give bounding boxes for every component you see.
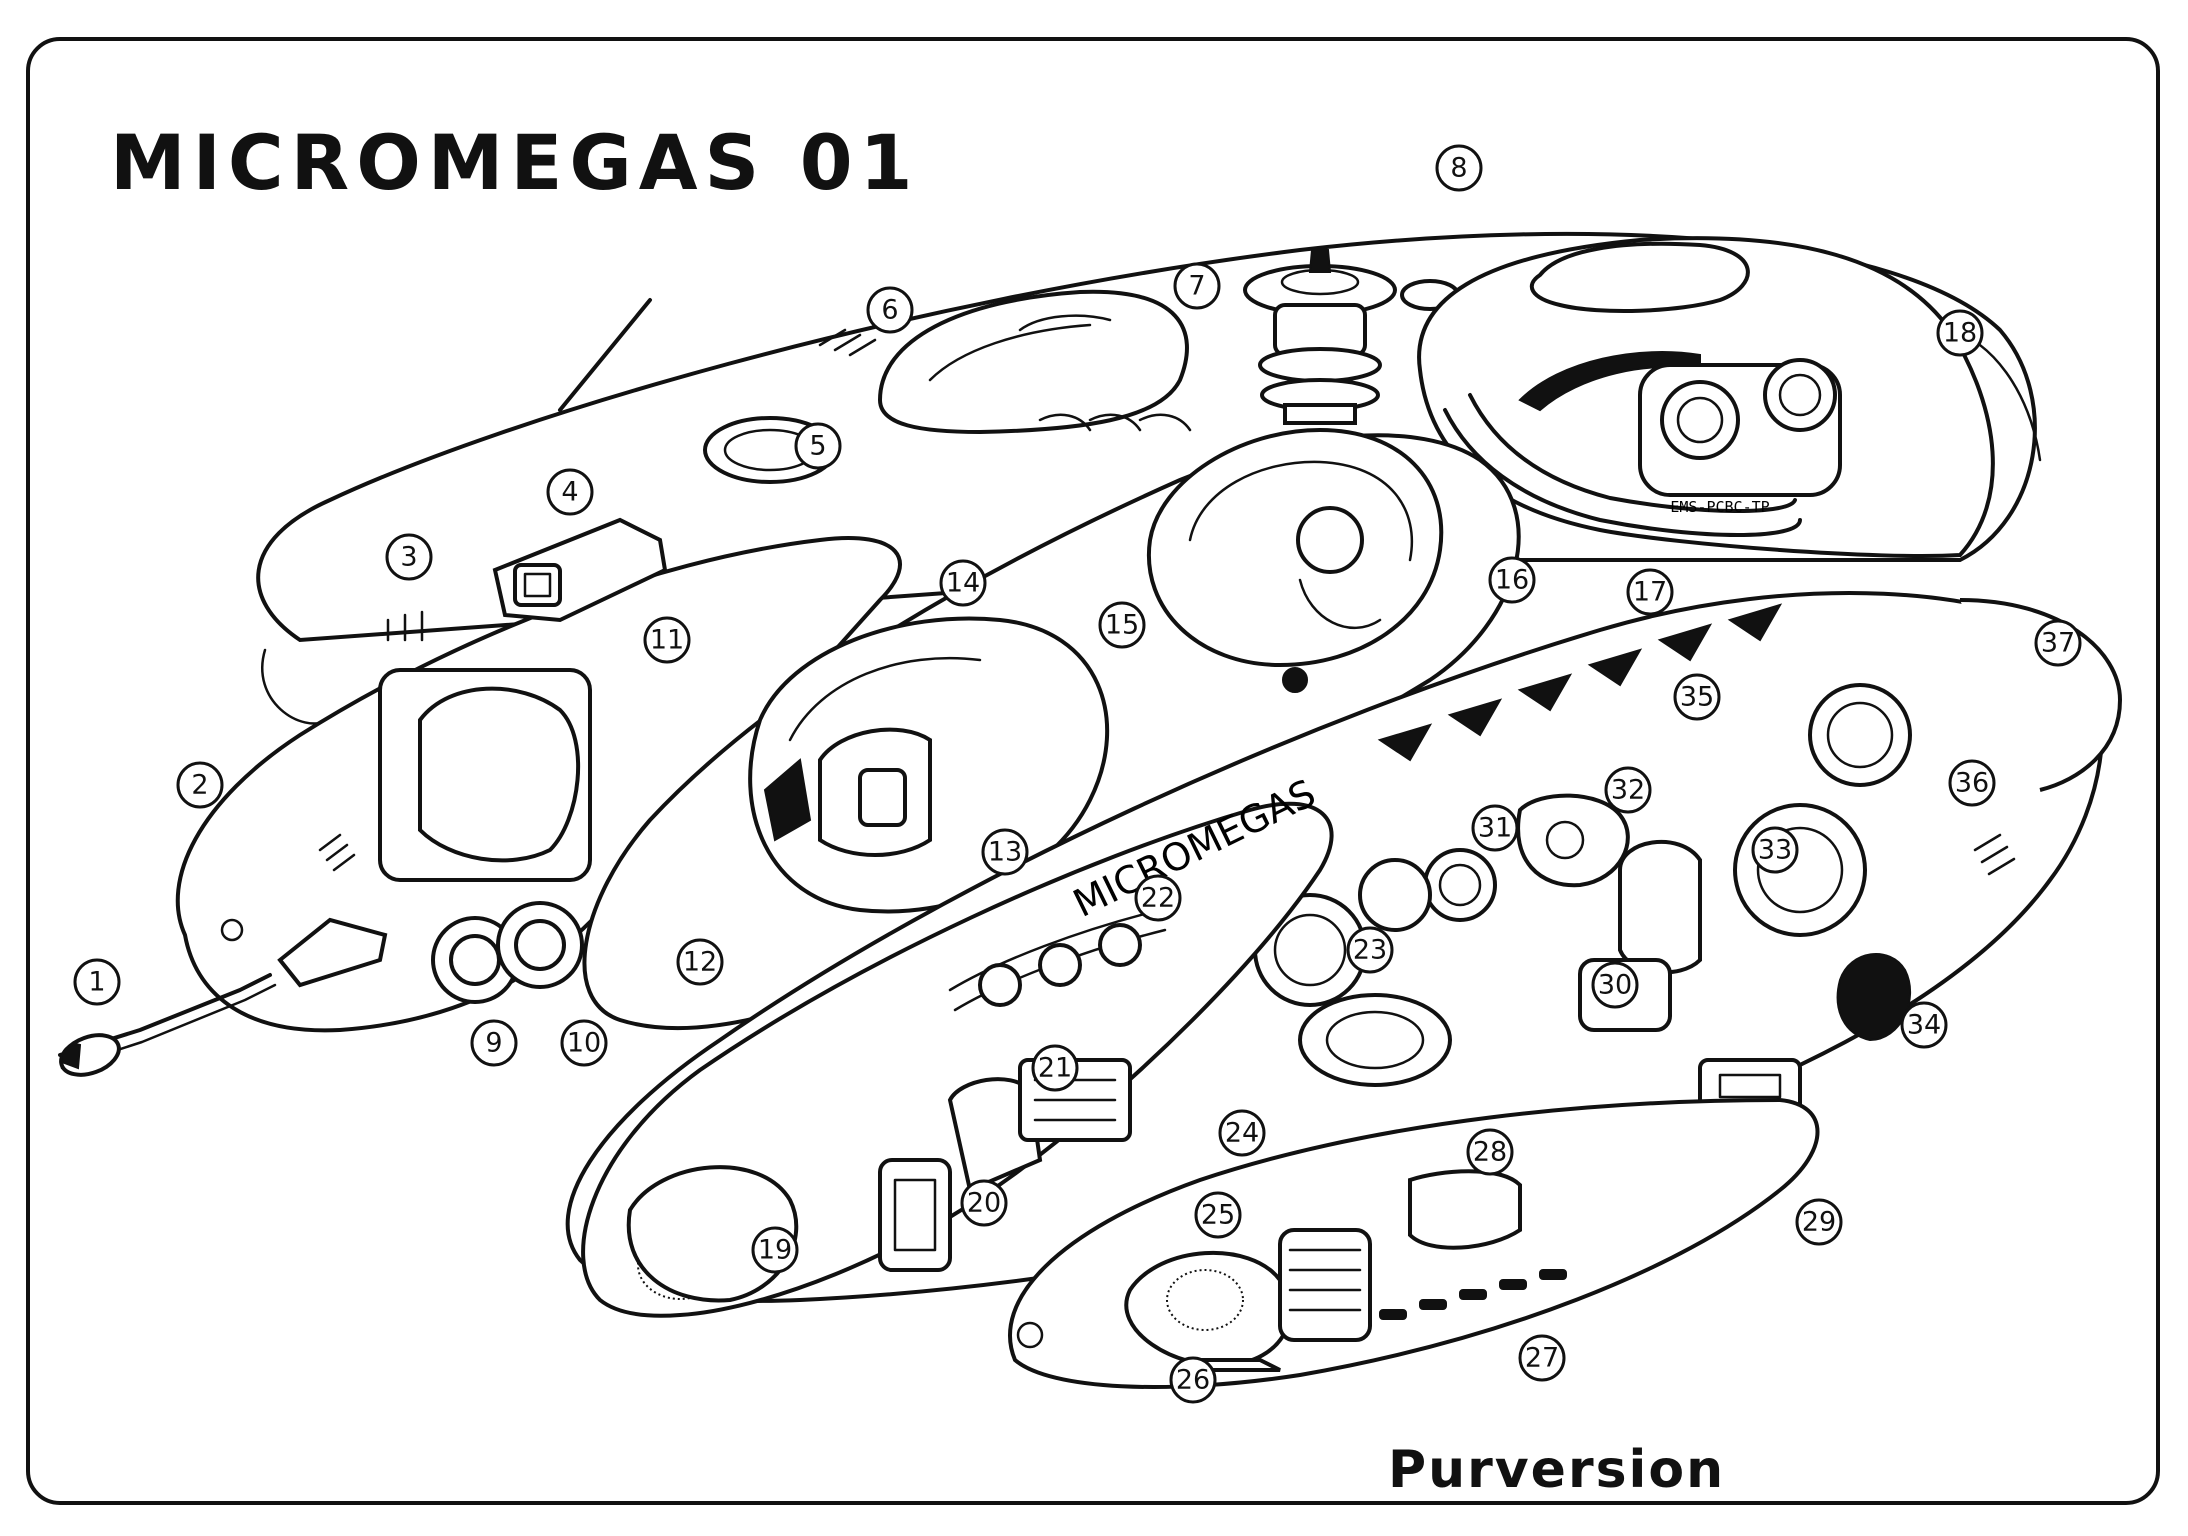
svg-text:35: 35: [1680, 682, 1714, 713]
callout-33: 33: [1751, 826, 1799, 874]
callout-28: 28: [1466, 1128, 1514, 1176]
callout-26: 26: [1169, 1356, 1217, 1404]
svg-text:36: 36: [1955, 768, 1989, 799]
callout-34: 34: [1900, 1001, 1948, 1049]
callout-18: 18: [1936, 309, 1984, 357]
svg-text:11: 11: [650, 625, 684, 656]
svg-text:5: 5: [809, 431, 826, 462]
callout-4: 4: [546, 468, 594, 516]
svg-text:26: 26: [1176, 1365, 1210, 1396]
callout-31: 31: [1471, 804, 1519, 852]
svg-text:16: 16: [1495, 565, 1529, 596]
svg-text:2: 2: [191, 770, 208, 801]
diagram-frame: [26, 37, 2160, 1505]
callout-10: 10: [560, 1019, 608, 1067]
callout-7: 7: [1173, 262, 1221, 310]
callout-23: 23: [1346, 926, 1394, 974]
svg-text:23: 23: [1353, 935, 1387, 966]
gun-turret: [492, 298, 668, 623]
svg-text:24: 24: [1225, 1118, 1259, 1149]
callout-29: 29: [1795, 1198, 1843, 1246]
svg-text:13: 13: [988, 837, 1022, 868]
bottom-pod: [1008, 1097, 1820, 1389]
engine-block: EMS-PCBC-TP: [1417, 236, 2042, 558]
svg-text:31: 31: [1478, 813, 1512, 844]
svg-text:12: 12: [683, 947, 717, 978]
svg-text:29: 29: [1802, 1207, 1836, 1238]
svg-text:21: 21: [1038, 1053, 1072, 1084]
callout-22: 22: [1134, 874, 1182, 922]
svg-text:6: 6: [881, 295, 898, 326]
svg-text:15: 15: [1105, 610, 1139, 641]
svg-text:4: 4: [561, 477, 578, 508]
svg-text:17: 17: [1633, 577, 1667, 608]
callout-9: 9: [470, 1019, 518, 1067]
svg-text:9: 9: [485, 1028, 502, 1059]
callout-37: 37: [2034, 619, 2082, 667]
diagram-title: MICROMEGAS 01: [110, 118, 920, 207]
callout-15: 15: [1098, 601, 1146, 649]
callout-8: 8: [1435, 144, 1483, 192]
lower-right-hull: [565, 590, 2123, 1303]
callout-14: 14: [939, 559, 987, 607]
svg-text:7: 7: [1188, 271, 1205, 302]
svg-text:25: 25: [1201, 1200, 1235, 1231]
engine-plate-label: EMS-PCBC-TP: [1670, 498, 1769, 516]
callout-12: 12: [676, 938, 724, 986]
svg-text:20: 20: [967, 1188, 1001, 1219]
callout-20: 20: [960, 1179, 1008, 1227]
nose-hull: [58, 536, 902, 1077]
svg-text:18: 18: [1943, 318, 1977, 349]
svg-text:32: 32: [1611, 775, 1645, 806]
svg-text:14: 14: [946, 568, 980, 599]
svg-text:30: 30: [1598, 970, 1632, 1001]
artist-credit: Purversion: [1388, 1440, 1726, 1500]
callout-3: 3: [385, 533, 433, 581]
callout-30: 30: [1591, 961, 1639, 1009]
callout-35: 35: [1673, 673, 1721, 721]
callout-24: 24: [1218, 1109, 1266, 1157]
callout-32: 32: [1604, 766, 1652, 814]
top-pod: [877, 289, 1189, 435]
callout-17: 17: [1626, 568, 1674, 616]
callout-1: 1: [73, 958, 121, 1006]
svg-text:1: 1: [88, 967, 105, 998]
svg-text:28: 28: [1473, 1137, 1507, 1168]
lower-forward-pod: MICROMEGAS: [581, 771, 1334, 1318]
svg-text:33: 33: [1758, 835, 1792, 866]
callout-2: 2: [176, 761, 224, 809]
svg-text:3: 3: [400, 542, 417, 573]
callout-21: 21: [1031, 1044, 1079, 1092]
callout-16: 16: [1488, 556, 1536, 604]
svg-text:10: 10: [567, 1028, 601, 1059]
svg-text:8: 8: [1450, 153, 1467, 184]
callout-6: 6: [866, 286, 914, 334]
svg-text:27: 27: [1525, 1343, 1559, 1374]
callout-25: 25: [1194, 1191, 1242, 1239]
central-tower: [1243, 249, 1460, 425]
callout-5: 5: [794, 422, 842, 470]
svg-text:22: 22: [1141, 883, 1175, 914]
callout-13: 13: [981, 828, 1029, 876]
svg-text:34: 34: [1907, 1010, 1941, 1041]
callout-27: 27: [1518, 1334, 1566, 1382]
callout-36: 36: [1948, 759, 1996, 807]
svg-text:19: 19: [758, 1235, 792, 1266]
callout-11: 11: [643, 616, 691, 664]
callout-19: 19: [751, 1226, 799, 1274]
svg-text:37: 37: [2041, 628, 2075, 659]
